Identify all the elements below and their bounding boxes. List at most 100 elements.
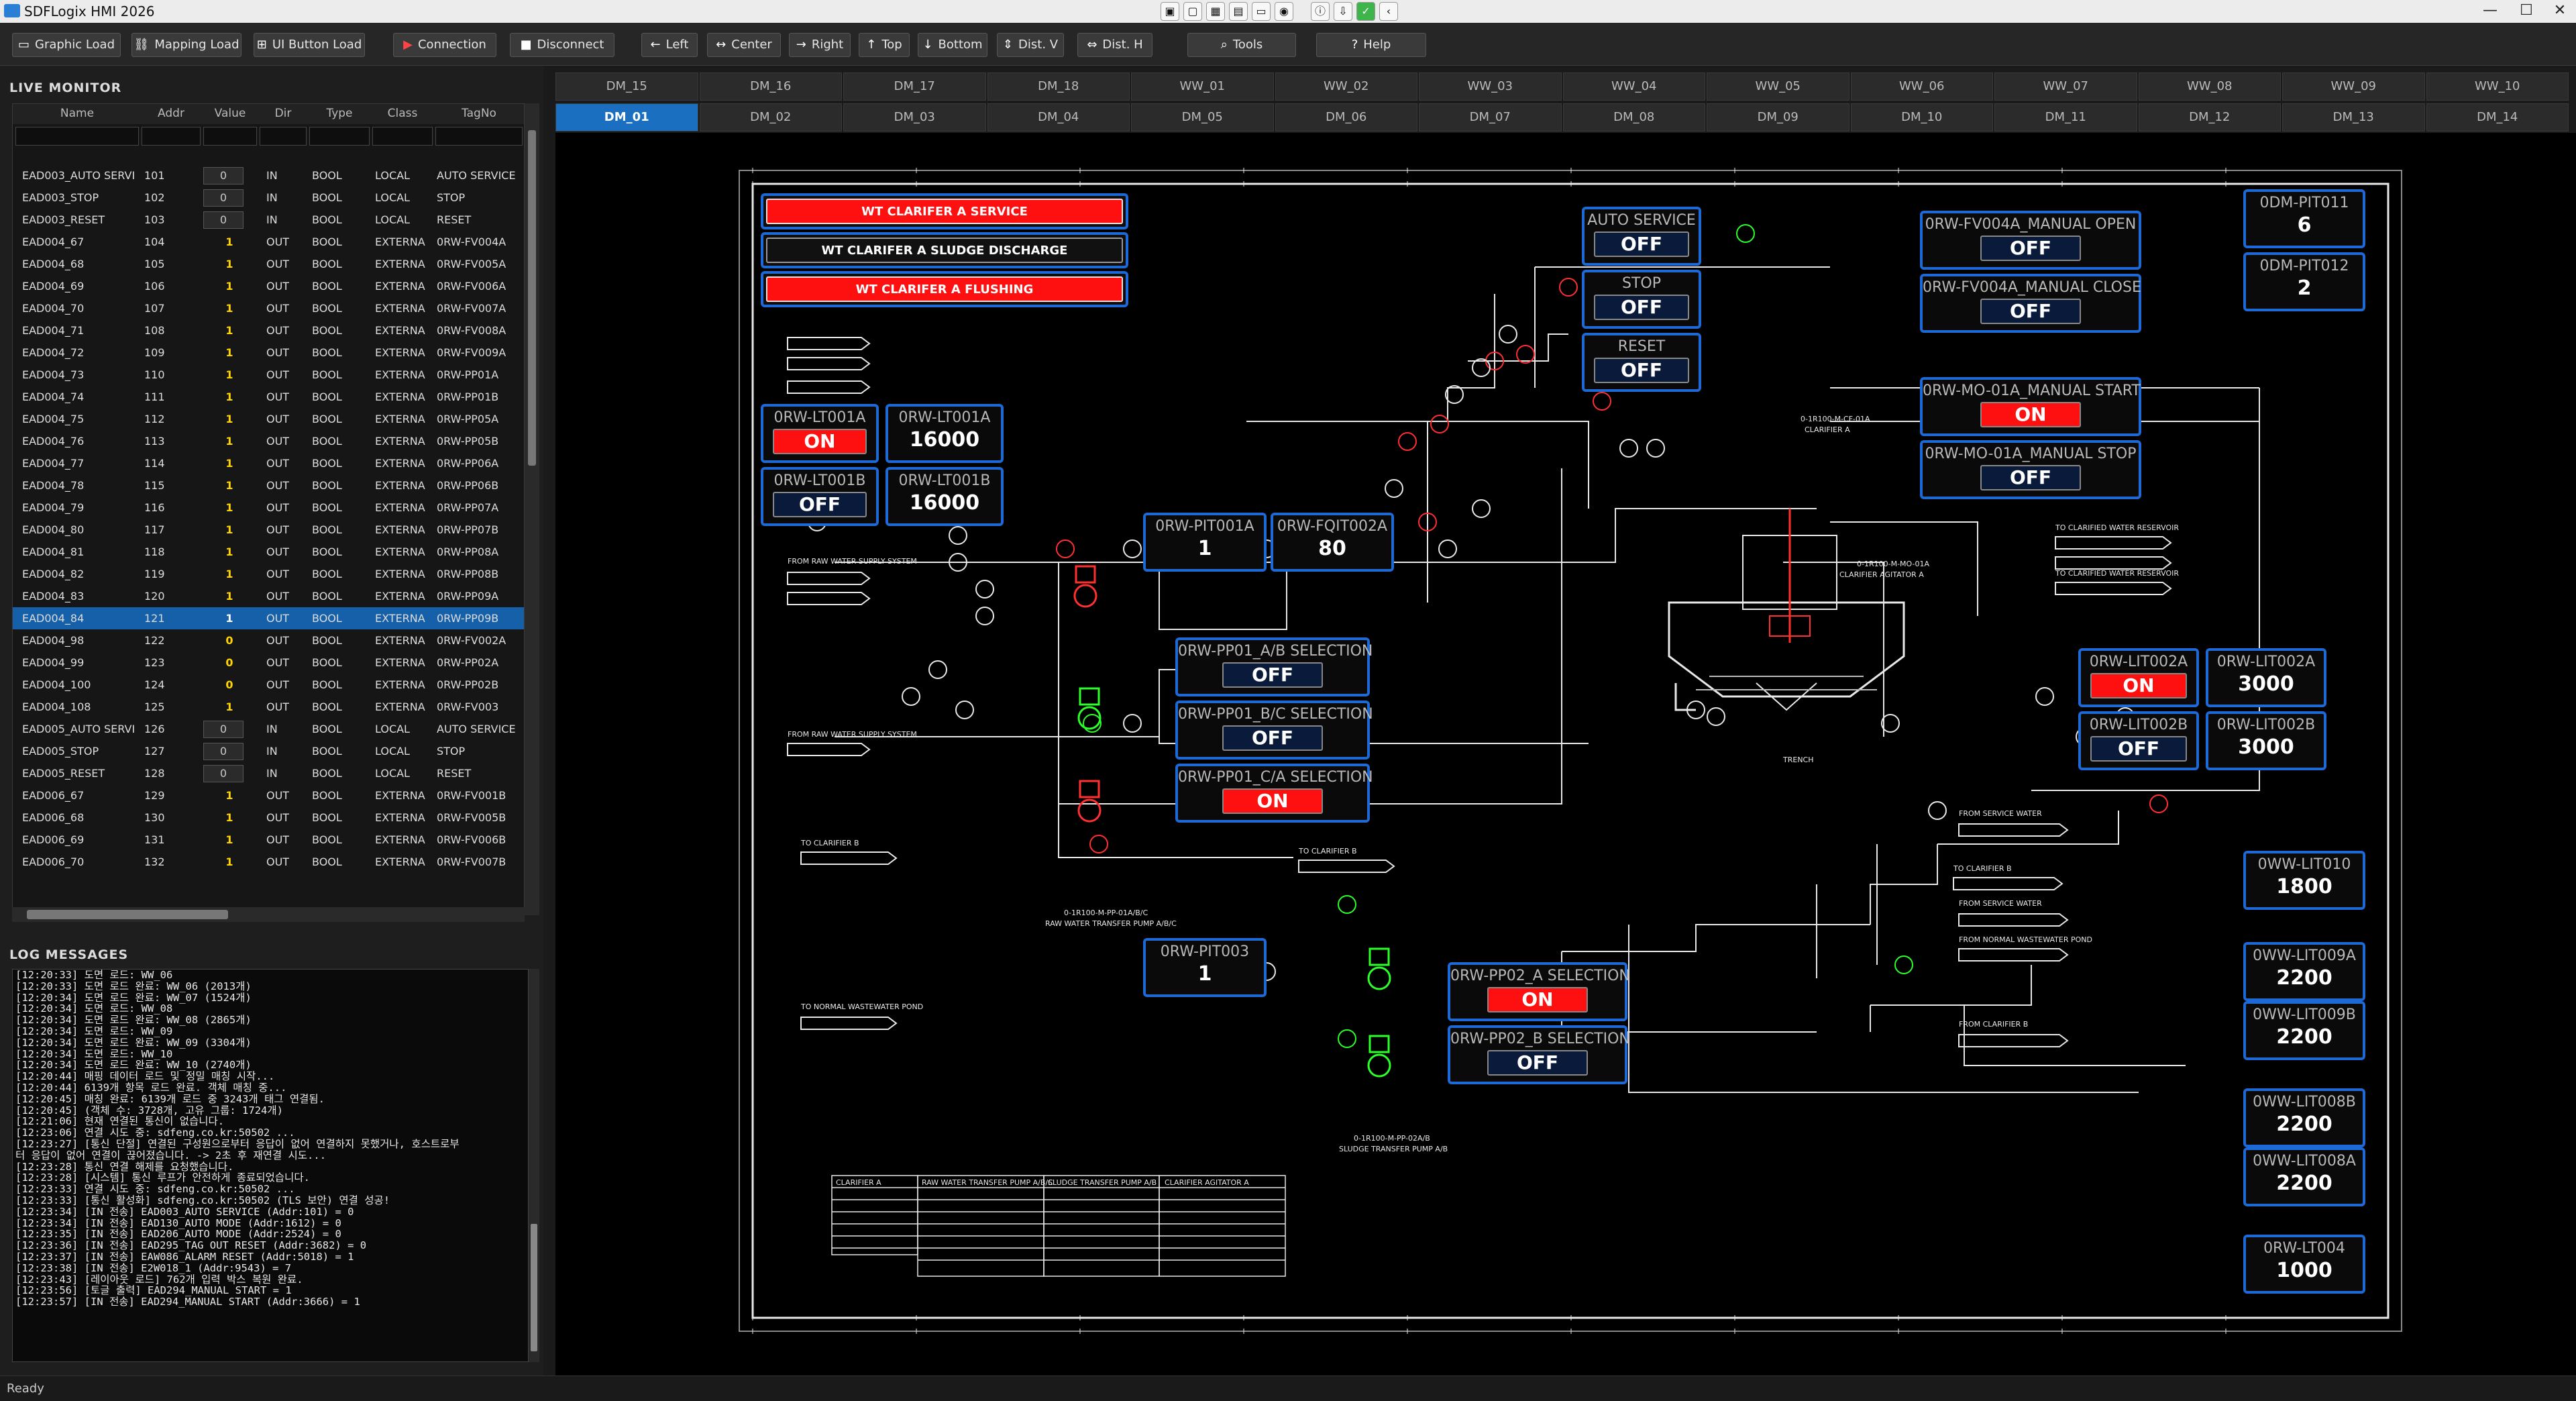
cell-value[interactable]: 0	[203, 721, 244, 738]
cell-value[interactable]: 0	[203, 765, 244, 782]
tab-ww_09[interactable]: WW_09	[2282, 72, 2425, 101]
tab-dm_04[interactable]: DM_04	[987, 103, 1130, 132]
tag-value[interactable]: ON	[773, 429, 867, 454]
tab-dm_06[interactable]: DM_06	[1275, 103, 1417, 132]
help-button[interactable]: ?Help	[1316, 33, 1426, 57]
monitor-icon[interactable]: ▢	[1183, 2, 1202, 21]
mapping-load-button[interactable]: ⛓Mapping Load	[131, 33, 241, 57]
check-icon[interactable]: ✓	[1356, 2, 1375, 21]
filter-tagno-input[interactable]	[435, 127, 523, 146]
pump-icon[interactable]	[1367, 1035, 1391, 1078]
column-header-class[interactable]: Class	[387, 107, 418, 120]
filter-name-input[interactable]	[15, 127, 139, 146]
tag-value[interactable]: OFF	[2090, 736, 2187, 762]
pump-icon[interactable]	[1077, 780, 1102, 823]
tag-value[interactable]: ON	[1980, 402, 2081, 427]
filter-type-input[interactable]	[309, 127, 370, 146]
wt-clarifier-service-button[interactable]: WT CLARIFER A SERVICE	[761, 193, 1128, 229]
connection-button[interactable]: ▶Connection	[393, 33, 496, 57]
filter-addr-input[interactable]	[142, 127, 201, 146]
tab-dm_03[interactable]: DM_03	[843, 103, 986, 132]
align-right-button[interactable]: →Right	[789, 33, 851, 57]
tab-dm_01[interactable]: DM_01	[555, 103, 698, 132]
grid-horizontal-scrollbar[interactable]	[12, 907, 525, 922]
cell-value[interactable]: 0	[203, 211, 244, 229]
ui-button-load-button[interactable]: ⊞UI Button Load	[254, 33, 365, 57]
maximize-button[interactable]: ☐	[2520, 2, 2533, 19]
grid-vertical-scrollbar[interactable]	[525, 103, 539, 915]
tag-value[interactable]: OFF	[1594, 358, 1689, 383]
close-button[interactable]: ✕	[2553, 2, 2567, 19]
tab-dm_18[interactable]: DM_18	[987, 72, 1130, 101]
tab-ww_01[interactable]: WW_01	[1131, 72, 1274, 101]
cell-value[interactable]: 0	[203, 743, 244, 760]
image-icon[interactable]: ▤	[1229, 2, 1248, 21]
tag-value[interactable]: OFF	[1980, 299, 2081, 324]
tab-dm_11[interactable]: DM_11	[1994, 103, 2137, 132]
wt-clarifier-flushing-button[interactable]: WT CLARIFER A FLUSHING	[761, 271, 1128, 307]
tools-button[interactable]: ⌕Tools	[1187, 33, 1296, 57]
disconnect-button[interactable]: ■Disconnect	[510, 33, 614, 57]
tag-value[interactable]: OFF	[1980, 465, 2081, 490]
tag-value[interactable]: OFF	[1222, 662, 1323, 688]
scroll-thumb[interactable]	[27, 910, 228, 919]
info-icon[interactable]: ⓘ	[1311, 2, 1330, 21]
recorder-icon[interactable]: ◉	[1275, 2, 1293, 21]
wt-clarifier-sludge-button[interactable]: WT CLARIFER A SLUDGE DISCHARGE	[761, 232, 1128, 268]
tab-dm_05[interactable]: DM_05	[1131, 103, 1274, 132]
tab-dm_12[interactable]: DM_12	[2138, 103, 2281, 132]
tab-dm_16[interactable]: DM_16	[699, 72, 842, 101]
cell-value[interactable]: 0	[203, 167, 244, 185]
scroll-thumb[interactable]	[528, 130, 536, 466]
column-header-value[interactable]: Value	[214, 107, 246, 120]
tab-dm_13[interactable]: DM_13	[2282, 103, 2425, 132]
dist-h-button[interactable]: ⇔Dist. H	[1077, 33, 1152, 57]
log-scrollbar[interactable]	[529, 969, 539, 1362]
tag-value[interactable]: OFF	[1594, 295, 1689, 320]
tab-ww_06[interactable]: WW_06	[1850, 72, 1993, 101]
minimize-button[interactable]: —	[2483, 2, 2498, 19]
align-center-button[interactable]: ↔Center	[707, 33, 781, 57]
cell-value[interactable]: 0	[203, 189, 244, 207]
tag-value[interactable]: OFF	[1487, 1050, 1588, 1076]
